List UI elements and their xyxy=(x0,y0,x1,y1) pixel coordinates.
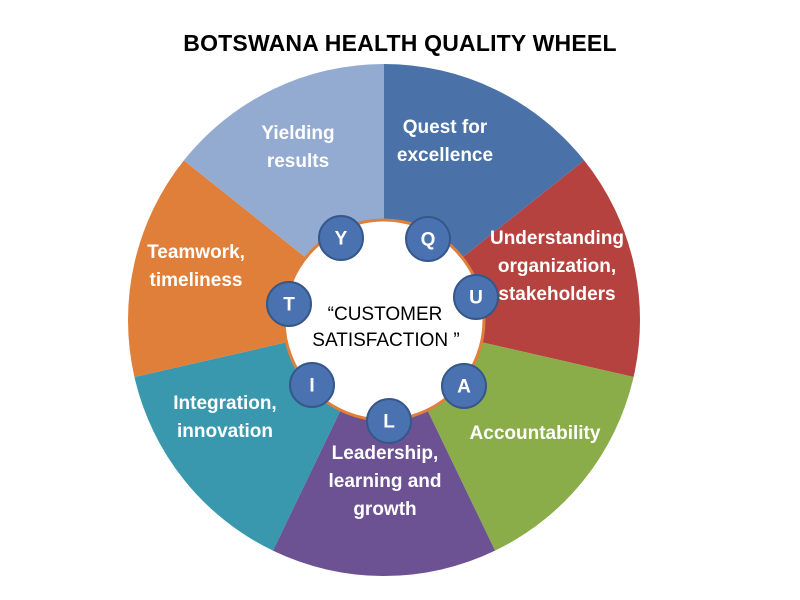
letter-badge-u: U xyxy=(453,274,499,320)
letter-badge-t: T xyxy=(266,281,312,327)
segment-label-l-line-3: growth xyxy=(353,499,416,520)
letter-badge-circle xyxy=(318,215,364,261)
letter-badge-q: Q xyxy=(405,216,451,262)
segment-label-u-line-3: stakeholders xyxy=(498,284,615,305)
letter-badge-circle xyxy=(453,274,499,320)
segment-label-l-line-1: Leadership, xyxy=(332,443,439,464)
segment-label-y-line-2: results xyxy=(267,151,329,172)
segment-label-i-line-2: innovation xyxy=(177,421,273,442)
segment-label-y-line-1: Yielding xyxy=(261,123,334,144)
segment-label-u-line-2: organization, xyxy=(498,256,616,277)
center-text-line-2: SATISFACTION ” xyxy=(312,330,459,351)
page-title: BOTSWANA HEALTH QUALITY WHEEL xyxy=(183,30,617,56)
letter-badge-y: Y xyxy=(318,215,364,261)
segment-label-t-line-2: timeliness xyxy=(150,270,243,291)
letter-badge-a: A xyxy=(441,363,487,409)
letter-badge-text: Y xyxy=(335,229,348,250)
letter-badge-text: I xyxy=(309,376,314,397)
letter-badge-circle xyxy=(441,363,487,409)
letter-badge-text: Q xyxy=(421,230,436,251)
letter-badge-circle xyxy=(366,398,412,444)
letter-badge-l: L xyxy=(366,398,412,444)
segment-label-u-line-1: Understanding xyxy=(490,228,624,249)
letter-badge-text: A xyxy=(457,377,471,398)
segment-label-i-line-1: Integration, xyxy=(173,393,276,414)
letter-badge-circle xyxy=(405,216,451,262)
letter-badge-text: T xyxy=(283,295,295,316)
wheel-segment-l xyxy=(272,320,496,576)
letter-badge-text: L xyxy=(383,412,395,433)
letter-badge-text: U xyxy=(469,288,483,309)
letter-badge-circle xyxy=(266,281,312,327)
letter-badge-circle xyxy=(289,362,335,408)
center-text-line-1: “CUSTOMER xyxy=(328,304,443,325)
segment-label-t-line-1: Teamwork, xyxy=(147,242,245,263)
segment-label-q-line-1: Quest for xyxy=(403,117,488,138)
segment-label-a-line-1: Accountability xyxy=(470,423,601,444)
segment-label-l-line-2: learning and xyxy=(329,471,442,492)
letter-badge-i: I xyxy=(289,362,335,408)
segment-label-q-line-2: excellence xyxy=(397,145,493,166)
